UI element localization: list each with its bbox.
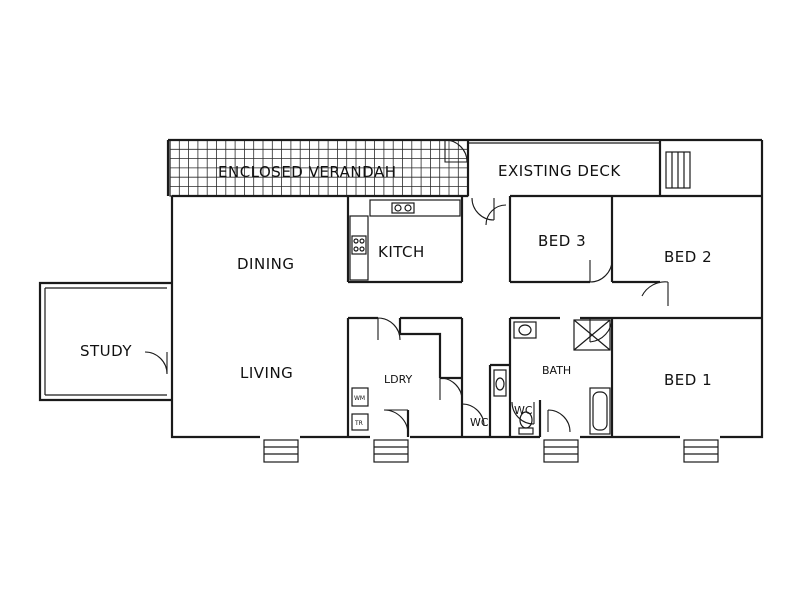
fixture-label-laundry-2: TR: [354, 420, 363, 427]
fixture-label-laundry-1: WM: [354, 395, 365, 402]
room-labels: ENCLOSED VERANDAH EXISTING DECK DINING K…: [80, 162, 712, 429]
room-label-bed1: BED 1: [664, 371, 712, 389]
room-label-ldry: LDRY: [384, 373, 413, 386]
room-label-wc-2: WC: [514, 404, 533, 417]
room-label-wc-1: WC: [470, 416, 489, 429]
room-label-dining: DINING: [237, 255, 294, 273]
laundry-fixtures: [351, 387, 369, 431]
interior-walls: [346, 194, 762, 437]
room-label-enclosed-verandah: ENCLOSED VERANDAH: [218, 163, 396, 181]
room-label-study: STUDY: [80, 342, 132, 360]
bathroom-fixtures: [493, 319, 611, 435]
room-label-bed3: BED 3: [538, 232, 586, 250]
room-label-existing-deck: EXISTING DECK: [498, 162, 621, 180]
room-label-bath: BATH: [542, 364, 571, 377]
room-label-bed2: BED 2: [664, 248, 712, 266]
room-label-kitch: KITCH: [378, 243, 425, 261]
entry-steps: [263, 151, 719, 463]
outer-walls: [166, 138, 764, 439]
study-annex: [38, 281, 172, 402]
room-label-living: LIVING: [240, 364, 293, 382]
kitchen-fixtures: [349, 199, 461, 281]
doors: [144, 139, 669, 435]
